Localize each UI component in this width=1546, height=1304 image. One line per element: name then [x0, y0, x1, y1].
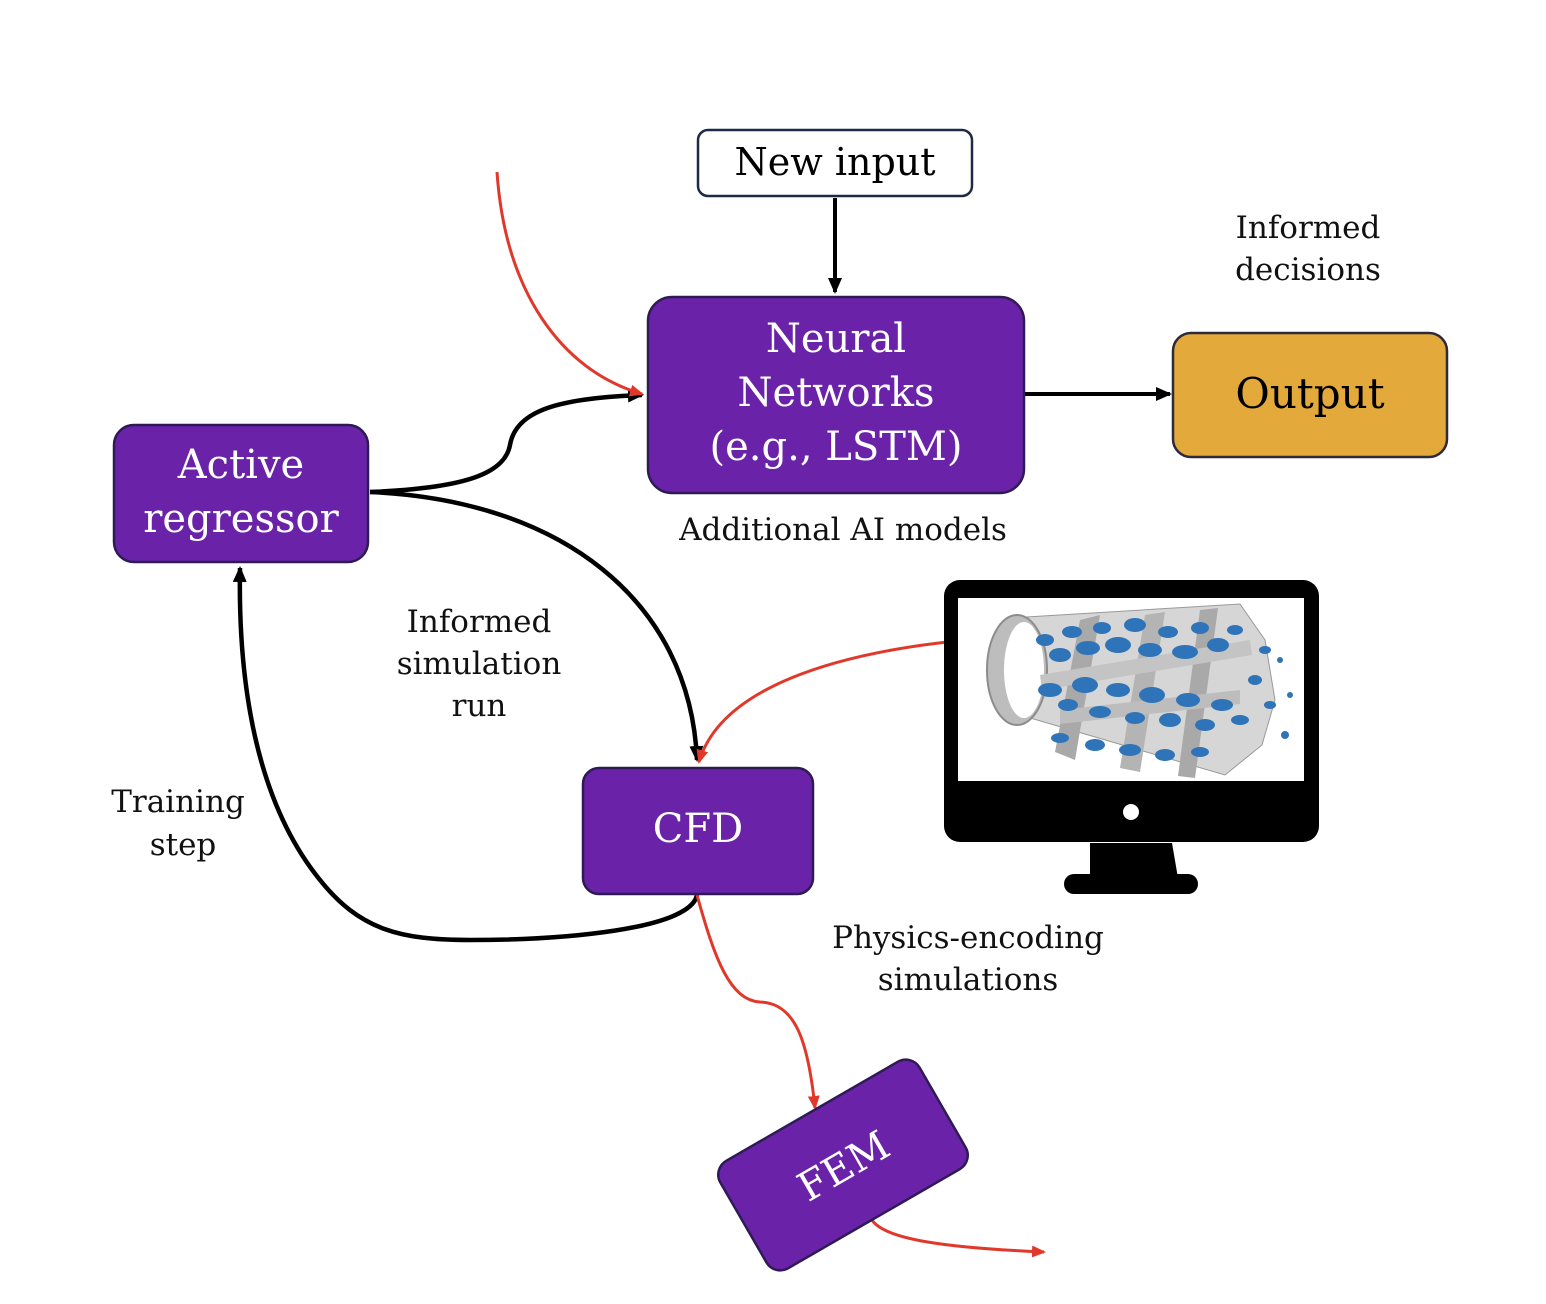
cfd-particle-render — [986, 603, 1293, 778]
red-arrow-fem-out — [870, 1219, 1046, 1258]
informed-simulation-run-line2: simulation — [397, 646, 562, 682]
output-label: Output — [1235, 369, 1384, 418]
computer-monitor-icon — [944, 580, 1319, 894]
red-arrow-into-nn — [495, 171, 644, 397]
informed-decisions-line1: Informed — [1236, 210, 1381, 246]
training-step-line1: Training — [111, 784, 245, 820]
arrow-cfd-to-regressor — [232, 566, 700, 943]
cfd-label: CFD — [653, 806, 743, 852]
new-input-node: New input — [696, 128, 974, 198]
red-arrow-monitor-to-cfd — [696, 636, 991, 764]
active-regressor-node: Active regressor — [112, 423, 370, 564]
informed-simulation-run-line3: run — [452, 688, 507, 724]
arrow-regressor-to-nn — [369, 388, 644, 495]
new-input-label: New input — [734, 140, 935, 184]
active-regressor-line1: Active — [177, 442, 304, 488]
informed-simulation-run-line1: Informed — [407, 604, 552, 640]
physics-encoding-line1: Physics-encoding — [832, 920, 1104, 956]
nn-label-line3: (e.g., LSTM) — [710, 424, 963, 470]
fem-node: FEM — [717, 1058, 969, 1272]
arrow-regressor-to-cfd — [369, 489, 704, 762]
neural-networks-node: Neural Networks (e.g., LSTM) — [646, 295, 1026, 495]
active-regressor-line2: regressor — [143, 496, 339, 542]
physics-encoding-line2: simulations — [878, 962, 1059, 998]
additional-ai-models-label: Additional AI models — [678, 512, 1007, 548]
output-node: Output — [1171, 331, 1449, 459]
nn-label-line2: Networks — [738, 370, 935, 416]
nn-label-line1: Neural — [766, 316, 906, 362]
informed-decisions-line2: decisions — [1235, 252, 1381, 288]
cfd-node: CFD — [581, 766, 815, 896]
training-step-line2: step — [150, 827, 217, 863]
red-arrow-cfd-to-fem — [695, 894, 820, 1110]
